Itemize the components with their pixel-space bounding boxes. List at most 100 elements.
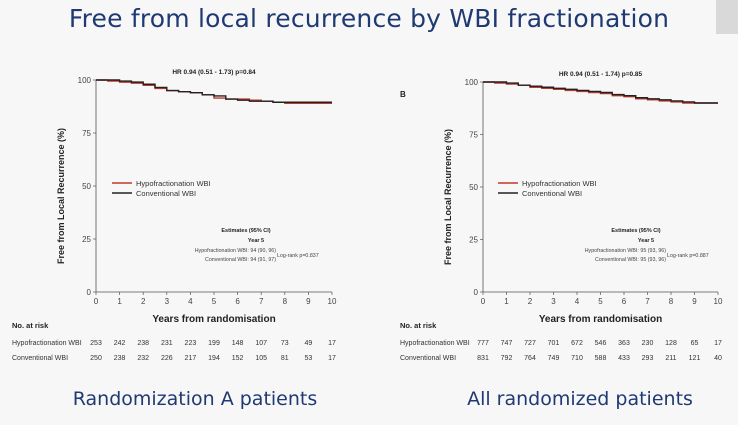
at-risk-row-label: Hypofractionation WBI [12, 340, 82, 347]
x-tick-label: 10 [714, 297, 723, 306]
legend-label: Conventional WBI [522, 189, 582, 198]
at-risk-value: 49 [305, 340, 313, 347]
estimates-conv: Conventional WBI: 95 (93, 96) [595, 257, 666, 263]
km-line-conventional [96, 79, 332, 103]
at-risk-value: 121 [689, 355, 701, 362]
y-tick-label: 75 [82, 129, 91, 138]
x-tick-label: 2 [528, 297, 533, 306]
estimates-header: Estimates (95% CI) [221, 228, 270, 234]
estimates-logrank: Log-rank p=0.837 [277, 253, 319, 259]
at-risk-value: 588 [595, 355, 607, 362]
estimates-year: Year 5 [638, 238, 654, 244]
x-tick-label: 7 [259, 297, 264, 306]
at-risk-value: 148 [232, 340, 244, 347]
at-risk-value: 230 [642, 340, 654, 347]
x-tick-label: 8 [669, 297, 674, 306]
at-risk-value: 242 [114, 340, 126, 347]
x-axis-label: Years from randomisation [152, 314, 275, 325]
x-tick-label: 9 [306, 297, 311, 306]
y-tick-label: 50 [469, 183, 478, 192]
x-tick-label: 0 [94, 297, 99, 306]
at-risk-value: 672 [571, 340, 583, 347]
at-risk-value: 231 [161, 340, 173, 347]
x-tick-label: 2 [141, 297, 146, 306]
at-risk-row-label: Hypofractionation WBI [400, 340, 470, 347]
at-risk-value: 40 [714, 355, 722, 362]
estimates-header: Estimates (95% CI) [611, 228, 660, 234]
at-risk-value: 710 [571, 355, 583, 362]
x-tick-label: 4 [575, 297, 580, 306]
panel-label: B [400, 90, 406, 99]
at-risk-value: 105 [255, 355, 267, 362]
legend-label: Conventional WBI [136, 189, 196, 198]
at-risk-value: 128 [665, 340, 677, 347]
at-risk-value: 17 [328, 340, 336, 347]
y-tick-label: 25 [82, 235, 91, 244]
at-risk-value: 749 [548, 355, 560, 362]
at-risk-value: 238 [137, 340, 149, 347]
at-risk-value: 777 [477, 340, 489, 347]
km-line-conventional [483, 81, 718, 104]
at-risk-value: 238 [114, 355, 126, 362]
at-risk-value: 53 [305, 355, 313, 362]
x-tick-label: 8 [283, 297, 288, 306]
at-risk-value: 65 [691, 340, 699, 347]
at-risk-row-label: Conventional WBI [400, 355, 456, 362]
at-risk-value: 701 [548, 340, 560, 347]
caption-right: All randomized patients [467, 388, 693, 410]
at-risk-value: 199 [208, 340, 220, 347]
at-risk-value: 764 [524, 355, 536, 362]
at-risk-value: 792 [501, 355, 513, 362]
y-axis-label: Free from Local Recurrence (%) [443, 129, 453, 265]
corner-decoration [716, 0, 738, 34]
estimates-hypo: Hypofractionation WBI: 94 (90, 96) [195, 248, 276, 254]
x-tick-label: 3 [551, 297, 556, 306]
legend-label: Hypofractionation WBI [522, 179, 597, 188]
km-line-hypofractionation [96, 79, 332, 105]
at-risk-value: 81 [281, 355, 289, 362]
x-tick-label: 7 [645, 297, 650, 306]
at-risk-value: 232 [137, 355, 149, 362]
caption-left: Randomization A patients [72, 388, 318, 410]
x-tick-label: 1 [117, 297, 122, 306]
x-tick-label: 4 [188, 297, 193, 306]
estimates-year: Year 5 [248, 238, 264, 244]
x-tick-label: 1 [504, 297, 509, 306]
at-risk-value: 194 [208, 355, 220, 362]
at-risk-value: 152 [232, 355, 244, 362]
at-risk-value: 293 [642, 355, 654, 362]
at-risk-value: 17 [328, 355, 336, 362]
at-risk-value: 727 [524, 340, 536, 347]
x-tick-label: 3 [165, 297, 170, 306]
at-risk-value: 211 [665, 355, 676, 362]
hr-text: HR 0.94 (0.51 - 1.74) p=0.85 [559, 71, 643, 78]
y-tick-label: 0 [474, 288, 479, 297]
at-risk-value: 17 [714, 340, 722, 347]
x-tick-label: 0 [481, 297, 486, 306]
at-risk-value: 223 [185, 340, 197, 347]
y-tick-label: 0 [87, 288, 92, 297]
x-tick-label: 5 [598, 297, 603, 306]
estimates-hypo: Hypofractionation WBI: 95 (93, 96) [585, 248, 666, 254]
at-risk-value: 253 [90, 340, 102, 347]
at-risk-value: 363 [618, 340, 630, 347]
y-tick-label: 100 [465, 78, 479, 87]
y-tick-label: 100 [78, 76, 92, 85]
estimates-conv: Conventional WBI: 94 (91, 97) [205, 257, 276, 263]
x-tick-label: 6 [622, 297, 627, 306]
y-axis-label: Free from Local Recurrence (%) [56, 128, 66, 264]
x-tick-label: 5 [212, 297, 217, 306]
at-risk-value: 433 [618, 355, 630, 362]
x-tick-label: 10 [328, 297, 337, 306]
at-risk-value: 747 [501, 340, 513, 347]
legend-label: Hypofractionation WBI [136, 179, 211, 188]
at-risk-value: 250 [90, 355, 102, 362]
at-risk-value: 831 [477, 355, 489, 362]
at-risk-value: 226 [161, 355, 173, 362]
estimates-logrank: Log-rank p=0.887 [667, 253, 709, 259]
at-risk-value: 217 [185, 355, 197, 362]
x-tick-label: 6 [235, 297, 240, 306]
x-axis-label: Years from randomisation [539, 314, 662, 325]
y-tick-label: 25 [469, 236, 478, 245]
